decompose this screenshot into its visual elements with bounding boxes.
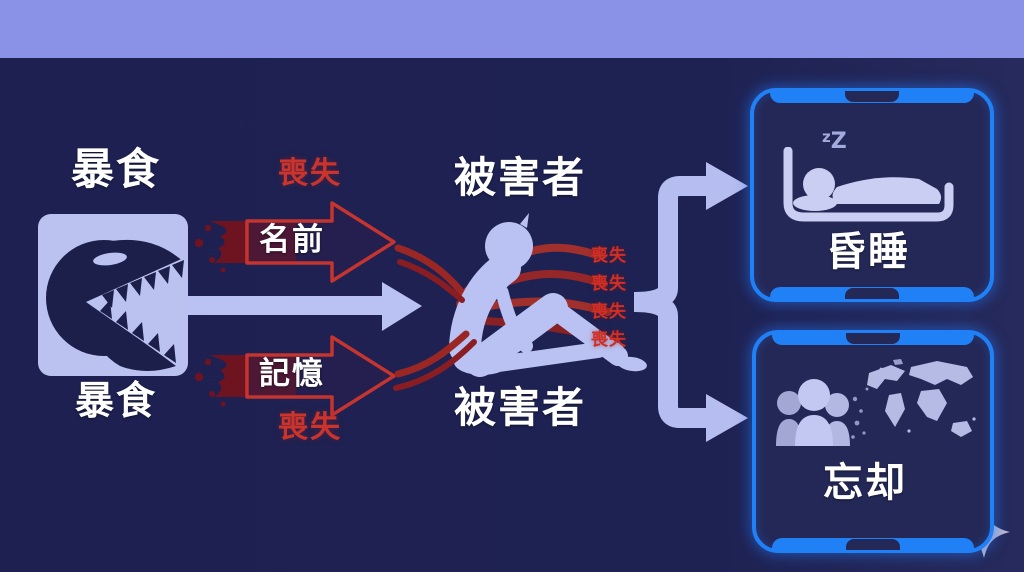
victim-loss-tag: 喪失 <box>591 246 627 266</box>
dissolve-particles <box>851 387 869 439</box>
frame-notch-bottom <box>846 539 900 550</box>
loss-label-bottom: 喪失 <box>278 410 342 445</box>
source-label-top: 暴食 <box>71 145 161 195</box>
top-band <box>0 0 1024 58</box>
victim-loss-tag: 喪失 <box>591 274 627 294</box>
coma-label: 昏睡 <box>826 229 910 275</box>
victim-loss-tag: 喪失 <box>591 302 627 322</box>
loss-label-top: 喪失 <box>278 156 342 191</box>
victim-loss-tag: 喪失 <box>591 330 627 350</box>
frame-notch-bottom <box>845 288 899 299</box>
world-map <box>867 359 976 437</box>
outcome-card-coma <box>750 88 994 302</box>
name-label: 名前 <box>259 222 325 258</box>
oblivion-label: 忘却 <box>823 460 907 506</box>
victim-figure-icon <box>449 213 647 377</box>
frame-notch-top <box>846 333 900 344</box>
frame-notch-top <box>845 91 899 102</box>
sleeping-person-bed-icon <box>783 146 954 222</box>
monster-box <box>38 214 188 376</box>
outcome-card-oblivion <box>752 330 994 553</box>
fading-people-world-map-icon <box>776 359 976 446</box>
victim-label-top: 被害者 <box>453 153 586 202</box>
red-tendrils-left <box>393 244 477 391</box>
source-label-bottom: 暴食 <box>74 379 157 424</box>
monster-mouth-icon <box>38 214 188 376</box>
red-tendrils-fan <box>456 243 616 344</box>
person-bust-center <box>795 379 833 446</box>
big-arrow <box>188 282 422 331</box>
fork-connector <box>633 162 748 442</box>
person-bust-right <box>824 393 850 446</box>
victim-label-bottom: 被害者 <box>453 383 586 432</box>
sleep-zz-text: zZ <box>822 128 847 154</box>
memory-label: 記憶 <box>259 356 325 392</box>
